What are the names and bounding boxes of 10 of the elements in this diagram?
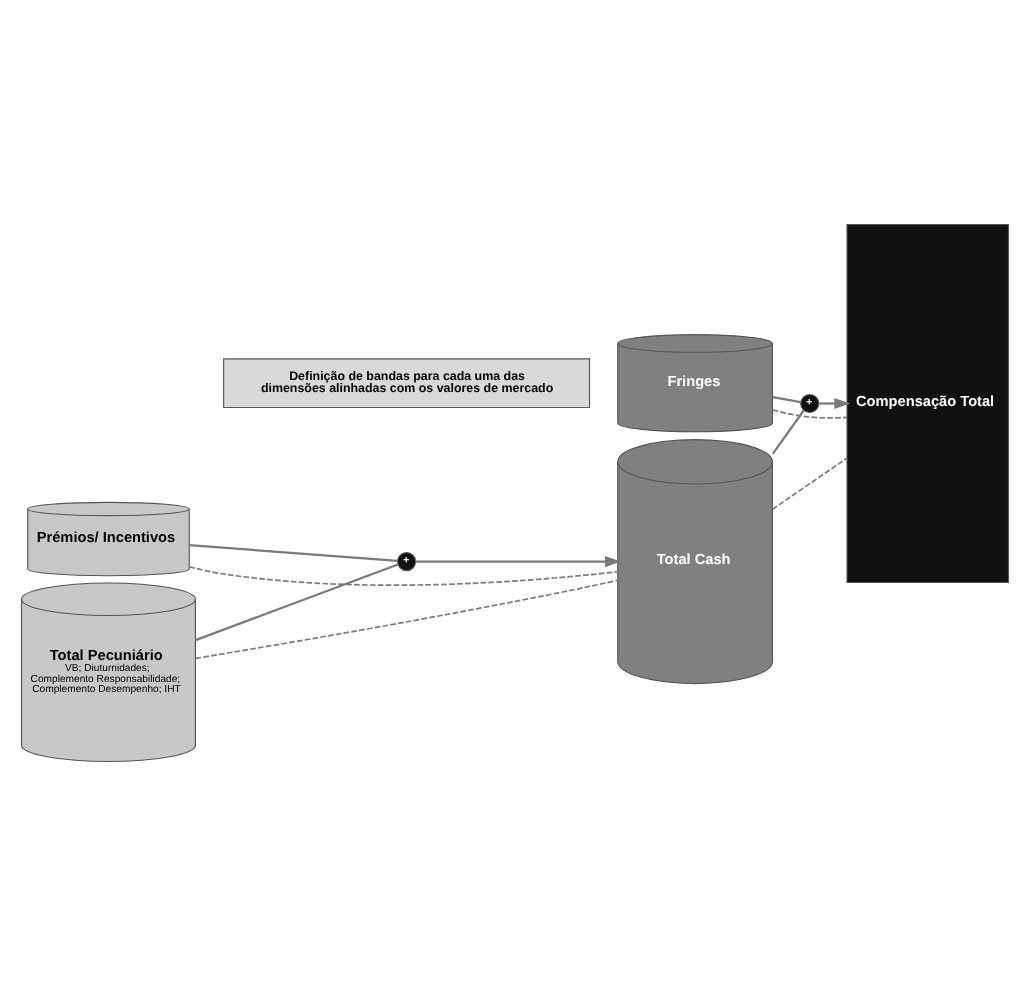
arrow <box>415 556 621 568</box>
connector <box>195 563 399 642</box>
connector <box>771 409 848 419</box>
connector <box>771 409 805 455</box>
arrow <box>818 397 851 410</box>
connector <box>194 579 619 660</box>
connector <box>772 395 801 404</box>
connector <box>189 543 398 563</box>
connector <box>188 565 619 586</box>
connector <box>771 457 848 511</box>
